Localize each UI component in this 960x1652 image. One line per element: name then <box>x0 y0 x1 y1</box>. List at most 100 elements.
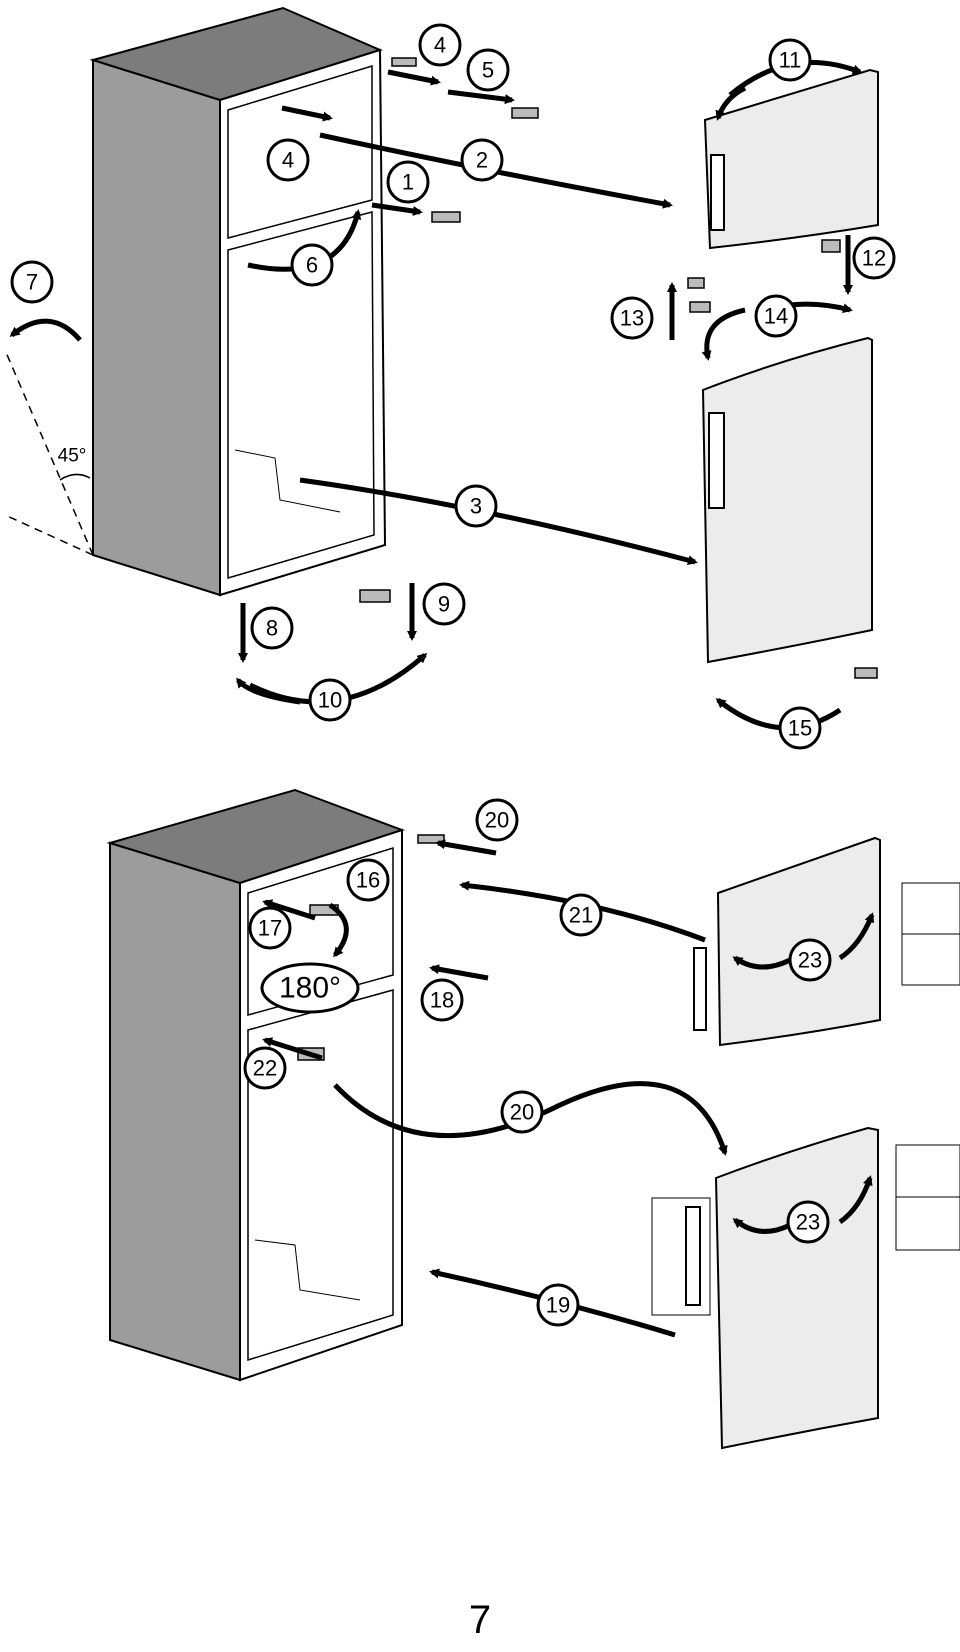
step-callout-5: 5 <box>466 48 510 92</box>
callout-number: 21 <box>569 903 593 928</box>
callout-circle <box>754 294 798 338</box>
callout-number: 5 <box>482 58 494 83</box>
callout-number: 13 <box>620 306 644 331</box>
arrow-16 <box>328 902 349 958</box>
callout-number: 20 <box>510 1100 534 1125</box>
arrow-23-bottom-r <box>838 1175 873 1225</box>
arrow-20-bottom <box>333 1081 728 1156</box>
callout-circle <box>454 484 498 528</box>
callout-circle <box>536 1283 580 1327</box>
arrow-11-back <box>715 85 747 121</box>
hinge-part <box>417 834 445 844</box>
callout-number: 3 <box>470 494 482 519</box>
step-callout-10: 10 <box>308 678 352 722</box>
hinge-part <box>431 211 461 223</box>
callout-number: 4 <box>434 33 446 58</box>
callout-number: 9 <box>438 592 450 617</box>
callout-circle <box>420 978 464 1022</box>
callout-circle <box>786 1200 830 1244</box>
callout-number: 14 <box>764 304 788 329</box>
callout-circle <box>466 48 510 92</box>
arrow-14 <box>701 307 746 361</box>
callout-number: 6 <box>306 253 318 278</box>
callout-number: 22 <box>253 1056 277 1081</box>
arrow-23-top-r <box>838 912 875 961</box>
top-cabinet-side <box>92 58 221 597</box>
callout-circle <box>308 678 352 722</box>
hinge-part <box>391 57 417 67</box>
callout-number: 23 <box>798 948 822 973</box>
callout-number: 1 <box>402 170 414 195</box>
arrow-4-top <box>387 69 441 86</box>
step-callout-6: 6 <box>290 243 334 287</box>
arrow-22 <box>262 1037 323 1061</box>
top-freezer-door-body <box>703 68 879 250</box>
arrow-23-top <box>732 955 792 970</box>
bottom-shelf-line <box>254 1239 361 1301</box>
step-callout-8: 8 <box>250 606 294 650</box>
callout-circle <box>386 160 430 204</box>
arrow-10-back <box>236 677 301 705</box>
step-callout-18: 18 <box>420 978 464 1022</box>
arrow-23-bottom <box>732 1217 792 1234</box>
callout-circle <box>346 858 390 902</box>
top-fridge-door-handle <box>708 412 725 509</box>
callout-circle <box>10 260 54 304</box>
arrow-14-back <box>789 301 853 314</box>
top-fridge-door <box>701 336 873 664</box>
callout-number: 11 <box>779 48 802 73</box>
step-callout-4: 4 <box>418 23 462 67</box>
top-freezer-door <box>703 68 879 250</box>
step-callout-17: 17 <box>248 906 292 950</box>
bottom-freezer-door-handle <box>693 947 707 1031</box>
step-callout-23: 23 <box>788 938 832 982</box>
bottom-fridge-door-handle <box>685 1206 701 1306</box>
step-callout-14: 14 <box>754 294 798 338</box>
bottom-cabinet-side <box>109 841 241 1382</box>
hinge-part <box>687 277 705 289</box>
step-callout-2: 2 <box>460 138 504 182</box>
arrow-20-top <box>435 839 497 856</box>
hinge-part <box>854 667 878 679</box>
callout-circle <box>500 1090 544 1134</box>
callout-circle <box>460 138 504 182</box>
step-callout-7: 7 <box>10 260 54 304</box>
callout-circle <box>852 236 896 280</box>
callout-number: 15 <box>788 716 812 741</box>
angle-label: 45° <box>58 446 87 467</box>
callout-number: 16 <box>356 868 380 893</box>
tilt-angle-indicator: 45° <box>4 318 94 556</box>
callout-number: 20 <box>485 808 509 833</box>
step-callout-11: 11 <box>768 38 812 82</box>
handle-frame <box>651 1197 711 1316</box>
hinge-part <box>511 107 539 119</box>
callout-number: 19 <box>546 1293 570 1318</box>
bottom-fridge-door-body <box>714 1126 879 1450</box>
step-callout-13: 13 <box>610 296 654 340</box>
arrow-18 <box>429 964 489 981</box>
step-callout-16: 16 <box>346 858 390 902</box>
bottom-fridge-opening <box>247 989 394 1362</box>
callout-circle <box>266 138 310 182</box>
callout-number: 17 <box>258 916 282 941</box>
top-freezer-door-handle <box>710 154 725 231</box>
callout-circle <box>422 582 466 626</box>
step-callout-23: 23 <box>786 1200 830 1244</box>
callout-circle <box>610 296 654 340</box>
callout-number: 23 <box>796 1210 820 1235</box>
callout-circle <box>290 243 334 287</box>
callout-circle <box>768 38 812 82</box>
step-callout-19: 19 <box>536 1283 580 1327</box>
step-callout-21: 21 <box>559 893 603 937</box>
callout-circle <box>248 906 292 950</box>
top-fridge-door-body <box>701 336 873 664</box>
callout-number: 10 <box>318 688 342 713</box>
callout-circle <box>250 606 294 650</box>
top-hinge-parts <box>359 57 878 679</box>
callout-circle <box>788 938 832 982</box>
hinge-part <box>821 239 841 253</box>
rotation-label: 180° <box>279 972 341 1005</box>
top-fridge-cabinet <box>89 6 387 597</box>
callout-number: 7 <box>26 270 38 295</box>
